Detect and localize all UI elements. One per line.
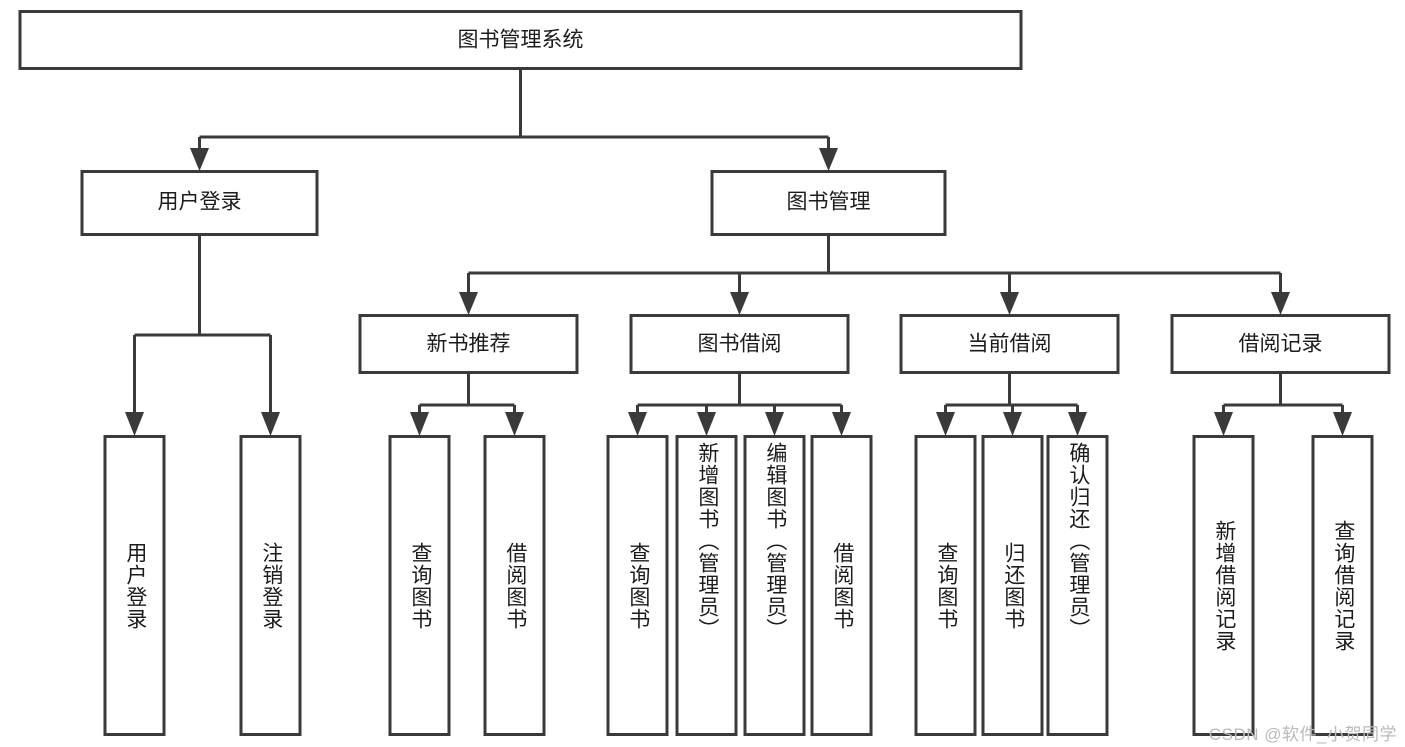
connector-layer (125, 69, 1352, 436)
node-current-borrow-label: 当前借阅 (968, 333, 1052, 356)
node-leaf-user-login-rect[interactable] (103, 435, 166, 736)
node-leaf-return-book-rect[interactable] (981, 435, 1044, 736)
node-book-management-rect[interactable] (710, 170, 947, 236)
node-book-borrow-label: 图书借阅 (698, 333, 782, 356)
node-leaf-borrow-book-2-rect[interactable] (810, 435, 873, 736)
node-book-management-label: 图书管理 (787, 191, 871, 214)
arrow-leaf-query-book-2 (628, 412, 647, 436)
arrow-leaf-confirm-return (1068, 412, 1087, 436)
node-leaf-edit-book-rect[interactable] (743, 435, 806, 736)
arrow-book-borrow (730, 292, 749, 315)
node-leaf-logout-login-rect[interactable] (239, 435, 302, 736)
node-leaf-query-record-rect[interactable] (1311, 435, 1374, 736)
node-user-login[interactable]: 用户登录 (80, 170, 319, 236)
arrow-leaf-add-book (697, 412, 716, 436)
node-leaf-confirm-return-rect[interactable] (1046, 435, 1109, 736)
arrow-leaf-query-record (1333, 412, 1352, 436)
arrow-leaf-return-book (1003, 412, 1022, 436)
node-user-login-rect[interactable] (80, 170, 319, 236)
node-leaf-query-book-2-rect[interactable] (606, 435, 669, 736)
arrow-leaf-logout-login (261, 412, 280, 436)
node-root-rect[interactable] (18, 10, 1023, 70)
node-borrow-record-label: 借阅记录 (1239, 333, 1323, 356)
node-current-borrow-rect[interactable] (899, 314, 1120, 374)
node-leaf-borrow-book-1-rect[interactable] (483, 435, 546, 736)
node-leaf-query-book-3-rect[interactable] (914, 435, 977, 736)
node-leaf-add-book-rect[interactable] (675, 435, 738, 736)
csdn-watermark: CSDN @软件_小贺同学 (1208, 725, 1397, 744)
node-new-book-recommend-rect[interactable] (358, 314, 579, 374)
node-borrow-record[interactable]: 借阅记录 (1170, 314, 1391, 374)
node-leaf-query-book-1-rect[interactable] (388, 435, 451, 736)
arrow-leaf-edit-book (765, 412, 784, 436)
arrow-leaf-query-book-3 (936, 412, 955, 436)
node-leaf-add-record-rect[interactable] (1192, 435, 1255, 736)
arrow-new-book-recommend (459, 292, 478, 315)
node-current-borrow[interactable]: 当前借阅 (899, 314, 1120, 374)
node-root-label: 图书管理系统 (458, 29, 584, 52)
node-borrow-record-rect[interactable] (1170, 314, 1391, 374)
arrow-borrow-record (1271, 292, 1290, 315)
node-user-login-label: 用户登录 (158, 191, 242, 214)
arrow-leaf-user-login (125, 412, 144, 436)
arrow-leaf-query-book-1 (410, 412, 429, 436)
node-layer: 图书管理系统 用户登录 图书管理 新书推荐 图书借阅 当前 (18, 10, 1391, 736)
node-book-borrow[interactable]: 图书借阅 (629, 314, 850, 374)
node-root[interactable]: 图书管理系统 (18, 10, 1023, 70)
arrow-user-login (190, 148, 209, 171)
node-new-book-recommend[interactable]: 新书推荐 (358, 314, 579, 374)
arrow-leaf-borrow-book-1 (505, 412, 524, 436)
node-new-book-recommend-label: 新书推荐 (427, 333, 511, 356)
arrow-current-borrow (1000, 292, 1019, 315)
arrow-book-management (819, 148, 838, 171)
arrow-leaf-borrow-book-2 (832, 412, 851, 436)
arrow-leaf-add-record (1214, 412, 1233, 436)
node-book-management[interactable]: 图书管理 (710, 170, 947, 236)
node-book-borrow-rect[interactable] (629, 314, 850, 374)
